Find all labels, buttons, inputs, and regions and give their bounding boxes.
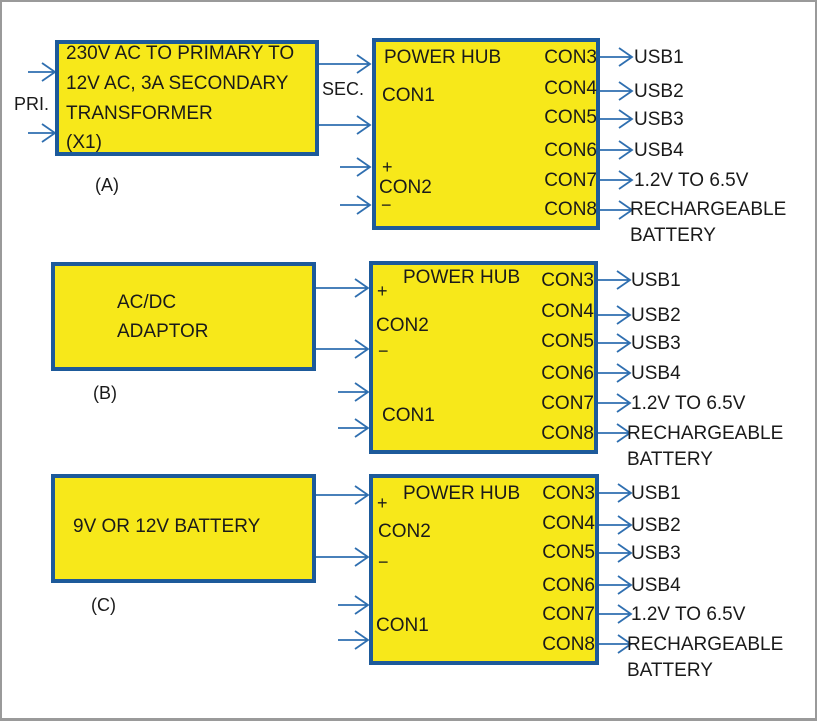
transformer-text-line4: (X1) — [66, 132, 102, 153]
section-c-label: (C) — [91, 595, 116, 615]
hub-a-output-usb1: USB1 — [634, 47, 684, 68]
hub-a-con5-label: CON5 — [544, 107, 597, 128]
hub-a-output-usb3: USB3 — [634, 109, 684, 130]
hub-b-output-usb3: USB3 — [631, 333, 681, 354]
hub-b-plus: + — [377, 281, 388, 301]
hub-a-output-rechargeable-battery-line2: BATTERY — [630, 225, 716, 246]
transformer-text-line3: TRANSFORMER — [66, 103, 213, 124]
battery-text: 9V OR 12V BATTERY — [73, 516, 261, 537]
adaptor-text-line2: ADAPTOR — [117, 321, 209, 342]
hub-b-minus: − — [378, 341, 389, 361]
transformer-block — [55, 40, 319, 156]
hub-a-minus: − — [381, 195, 392, 215]
hub-a-con3-label: CON3 — [544, 47, 597, 68]
hub-a-con4-label: CON4 — [544, 78, 597, 99]
hub-c-minus: − — [378, 552, 389, 572]
battery-block — [51, 474, 316, 583]
hub-c-con1: CON1 — [376, 615, 429, 636]
hub-b-output-rechargeable-battery: RECHARGEABLE — [627, 423, 784, 444]
hub-a-title: POWER HUB — [384, 47, 502, 68]
hub-c-output-usb4: USB4 — [631, 575, 681, 596]
section-b-label: (B) — [93, 383, 117, 403]
hub-c-output-rechargeable-battery-line2: BATTERY — [627, 660, 713, 681]
hub-b-output-usb4: USB4 — [631, 363, 681, 384]
hub-a-con8-label: CON8 — [544, 199, 597, 220]
hub-c-output-usb2: USB2 — [631, 515, 681, 536]
hub-b-output-usb2: USB2 — [631, 305, 681, 326]
power-hub-c — [369, 474, 599, 665]
hub-b-output-rechargeable-battery-line2: BATTERY — [627, 449, 713, 470]
transformer-text-line2: 12V AC, 3A SECONDARY — [66, 73, 289, 94]
hub-b-con4-label: CON4 — [541, 301, 594, 322]
hub-b-con3-label: CON3 — [541, 270, 594, 291]
hub-b-con2: CON2 — [376, 315, 429, 336]
hub-b-con6-label: CON6 — [541, 363, 594, 384]
hub-c-con6-label: CON6 — [542, 575, 595, 596]
hub-a-output-rechargeable-battery: RECHARGEABLE — [630, 199, 787, 220]
hub-a-output-usb2: USB2 — [634, 81, 684, 102]
hub-a-con6-label: CON6 — [544, 140, 597, 161]
hub-c-con3-label: CON3 — [542, 483, 595, 504]
hub-c-plus: + — [377, 493, 388, 513]
hub-b-con5-label: CON5 — [541, 331, 594, 352]
hub-c-output-usb3: USB3 — [631, 543, 681, 564]
hub-b-con8-label: CON8 — [541, 423, 594, 444]
section-a-label: (A) — [95, 175, 119, 195]
hub-c-con2: CON2 — [378, 521, 431, 542]
power-hub-b — [369, 261, 598, 454]
hub-b-con7-label: CON7 — [541, 393, 594, 414]
pri-label: PRI. — [14, 94, 50, 114]
adaptor-text-line1: AC/DC — [117, 292, 177, 313]
hub-a-output-usb4: USB4 — [634, 140, 684, 161]
hub-c-con4-label: CON4 — [542, 513, 595, 534]
hub-a-con2: CON2 — [379, 177, 432, 198]
hub-a-output-adjustable-output: 1.2V TO 6.5V — [634, 170, 749, 191]
hub-c-con5-label: CON5 — [542, 542, 595, 563]
sec-label: SEC. — [322, 79, 365, 99]
power-hub-a — [372, 38, 600, 230]
hub-a-con7-label: CON7 — [544, 170, 597, 191]
hub-c-con7-label: CON7 — [542, 604, 595, 625]
hub-b-output-usb1: USB1 — [631, 270, 681, 291]
hub-c-output-adjustable-output: 1.2V TO 6.5V — [631, 604, 746, 625]
transformer-text-line1: 230V AC TO PRIMARY TO — [66, 43, 295, 64]
hub-c-output-rechargeable-battery: RECHARGEABLE — [627, 634, 784, 655]
hub-c-output-usb1: USB1 — [631, 483, 681, 504]
hub-c-title: POWER HUB — [403, 483, 521, 504]
hub-c-con8-label: CON8 — [542, 634, 595, 655]
hub-b-con1: CON1 — [382, 405, 435, 426]
hub-b-output-adjustable-output: 1.2V TO 6.5V — [631, 393, 746, 414]
hub-b-title: POWER HUB — [403, 267, 521, 288]
hub-a-con1: CON1 — [382, 85, 435, 106]
hub-a-plus: + — [382, 157, 393, 177]
adaptor-block — [51, 262, 316, 371]
